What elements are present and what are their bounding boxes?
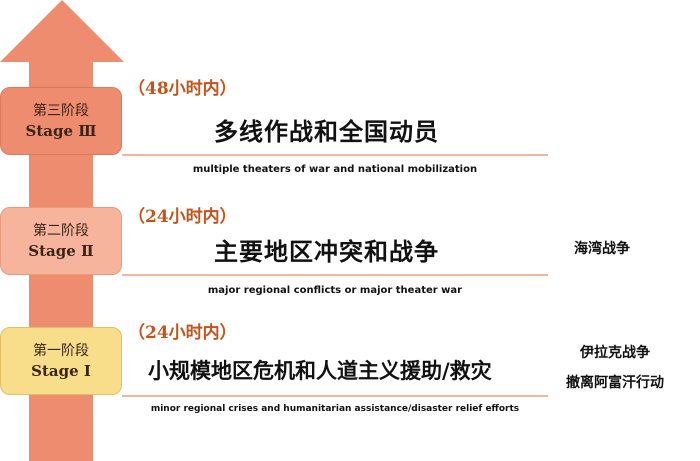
- stage-2-cn: 第二阶段: [33, 223, 89, 239]
- stage-3-time: （48小时内）: [128, 79, 237, 99]
- stage-1-example-1: 伊拉克战争: [580, 345, 650, 361]
- stage-3-cn: 第三阶段: [33, 103, 89, 119]
- stage-1-title-en: minor regional crises and humanitarian a…: [150, 404, 520, 414]
- stage-1-cn: 第一阶段: [33, 343, 89, 359]
- stage-2-example-1: 海湾战争: [574, 241, 630, 257]
- stage-2-box: 第二阶段 Stage Ⅱ: [0, 207, 122, 275]
- stage-1-en: Stage Ⅰ: [31, 362, 91, 380]
- stage-3-title-cn: 多线作战和全国动员: [214, 118, 439, 146]
- stage-2-en: Stage Ⅱ: [28, 242, 94, 260]
- stage-2-time: （24小时内）: [128, 207, 237, 227]
- stage-3-title-en: multiple theaters of war and national mo…: [192, 164, 478, 175]
- stage-3-en: Stage Ⅲ: [25, 122, 97, 140]
- stage-3-box: 第三阶段 Stage Ⅲ: [0, 87, 122, 155]
- stage-2-title-cn: 主要地区冲突和战争: [214, 238, 439, 266]
- stage-1-time: （24小时内）: [128, 323, 237, 343]
- stage-1-title-cn: 小规模地区危机和人道主义援助/救灾: [148, 359, 492, 383]
- stage-3-divider: [122, 154, 548, 156]
- stage-2-divider: [122, 274, 548, 276]
- stage-1-example-2: 撤离阿富汗行动: [566, 375, 664, 391]
- stage-2-title-en: major regional conflicts or major theate…: [207, 285, 463, 296]
- stage-1-divider: [122, 395, 548, 397]
- stage-1-box: 第一阶段 Stage Ⅰ: [0, 327, 122, 395]
- arrow-head-icon: [0, 0, 124, 62]
